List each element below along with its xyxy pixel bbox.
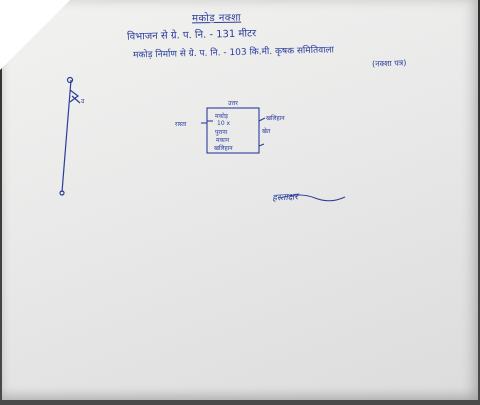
arrow-label: उ: [81, 98, 85, 105]
paper-sheet: [2, 0, 478, 400]
signature-scribble: [279, 194, 346, 202]
room-left-label: रास्ता: [175, 121, 187, 128]
room-line-2: 10 x: [217, 120, 231, 127]
paper-corner: [0, 0, 70, 70]
room-line-1: मकोड़: [215, 113, 228, 120]
room-plan: [201, 107, 266, 154]
signature: हस्ताक्षर: [271, 192, 299, 204]
room-line-4: मकान: [216, 137, 230, 144]
room-line-3: पुराना: [215, 129, 228, 136]
room-top-label: उत्तर: [228, 100, 238, 107]
room-line-5: खलिहान: [214, 145, 233, 152]
north-arrow-icon: [59, 76, 81, 196]
room-right-label-2: खेत: [262, 128, 271, 135]
room-right-label-1: खलिहान: [266, 115, 285, 122]
